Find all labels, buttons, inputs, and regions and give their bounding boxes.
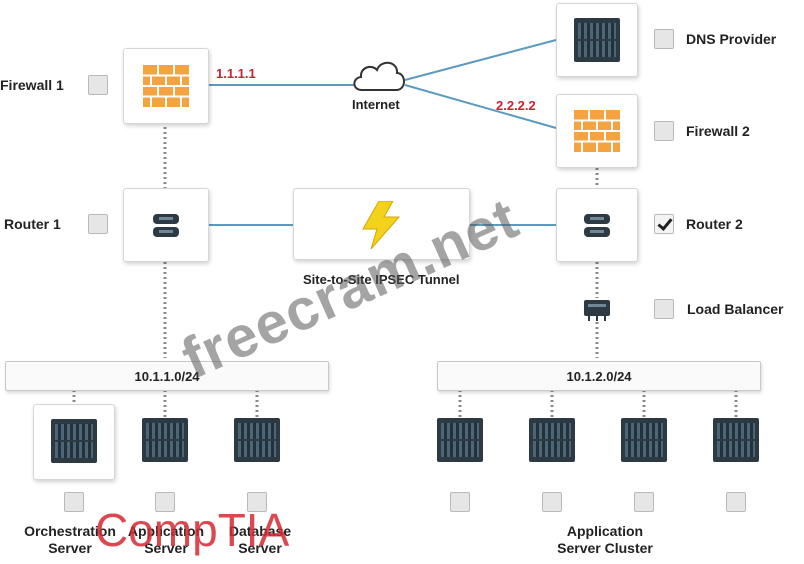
load-balancer-icon <box>584 300 610 321</box>
dns-checkbox[interactable] <box>654 29 674 49</box>
dns-label: DNS Provider <box>686 31 777 47</box>
router2-node[interactable] <box>556 188 638 262</box>
link-internet-firewall2 <box>404 84 557 129</box>
ipsec-tunnel[interactable] <box>293 188 470 260</box>
router2-label: Router 2 <box>686 216 743 232</box>
subnet-right: 10.1.2.0/24 <box>437 361 761 391</box>
firewall2-label: Firewall 2 <box>686 123 750 139</box>
server-icon[interactable] <box>234 418 280 462</box>
firewall1-node[interactable] <box>123 48 209 124</box>
server-icon[interactable] <box>142 418 188 462</box>
database-checkbox[interactable] <box>247 492 267 512</box>
firewall2-node[interactable] <box>556 94 638 168</box>
link-internet-dns <box>404 39 557 81</box>
router2-checkbox[interactable] <box>654 214 674 234</box>
router1-checkbox[interactable] <box>88 214 108 234</box>
server-icon[interactable] <box>437 418 483 462</box>
loadbalancer-label: Load Balancer <box>687 301 784 317</box>
cloud-icon <box>353 61 405 91</box>
server-icon <box>574 18 620 62</box>
cluster-checkbox-4[interactable] <box>726 492 746 512</box>
loadbalancer-checkbox[interactable] <box>654 299 674 319</box>
application-checkbox[interactable] <box>155 492 175 512</box>
server-icon[interactable] <box>713 418 759 462</box>
firewall-icon <box>574 110 620 152</box>
server-icon <box>51 419 97 463</box>
firewall1-checkbox[interactable] <box>88 75 108 95</box>
router1-node[interactable] <box>123 188 209 262</box>
subnet-left: 10.1.1.0/24 <box>5 361 329 391</box>
server-icon[interactable] <box>529 418 575 462</box>
comptia-logo: CompTIA <box>95 504 290 556</box>
cluster-checkbox-3[interactable] <box>634 492 654 512</box>
orchestration-server-node[interactable] <box>33 404 115 480</box>
server-icon[interactable] <box>621 418 667 462</box>
internet-label: Internet <box>352 97 400 112</box>
cluster-checkbox-1[interactable] <box>450 492 470 512</box>
firewall1-ip: 1.1.1.1 <box>216 66 256 81</box>
lightning-icon <box>362 201 401 249</box>
firewall1-label: Firewall 1 <box>0 77 64 93</box>
orchestration-checkbox[interactable] <box>64 492 84 512</box>
tunnel-label: Site-to-Site IPSEC Tunnel <box>303 272 460 287</box>
router1-label: Router 1 <box>4 216 61 232</box>
firewall2-checkbox[interactable] <box>654 121 674 141</box>
dns-node[interactable] <box>556 3 638 77</box>
firewall2-ip: 2.2.2.2 <box>496 98 536 113</box>
cluster-checkbox-2[interactable] <box>542 492 562 512</box>
router-icon <box>584 214 610 237</box>
router-icon <box>153 214 179 237</box>
firewall-icon <box>143 65 189 107</box>
